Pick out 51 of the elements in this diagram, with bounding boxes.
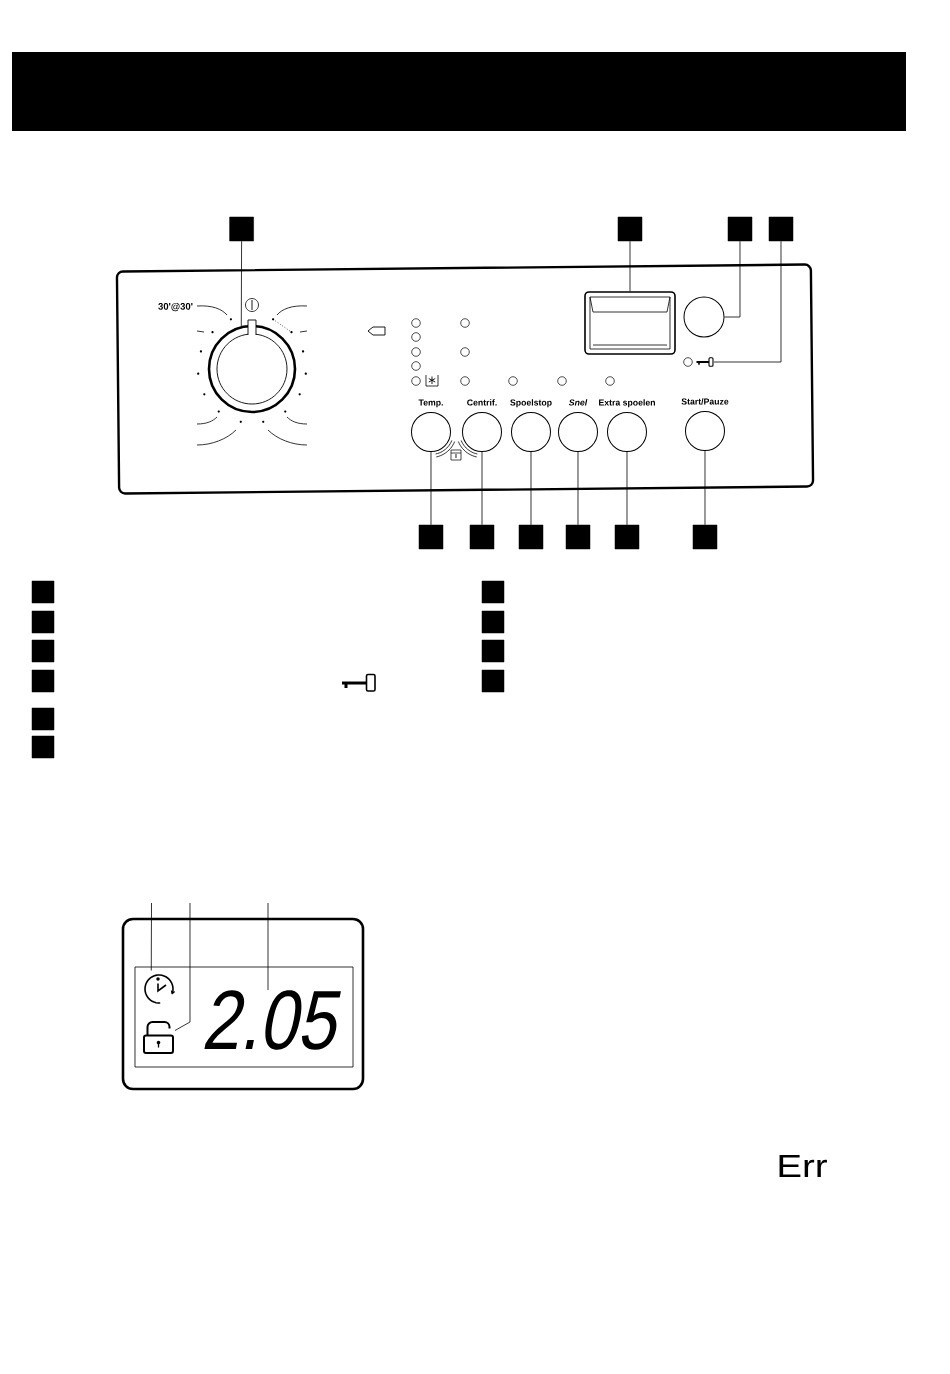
leader-line [713,240,782,363]
callout-square [31,669,55,693]
digit-readout: 2.05 [204,990,341,1050]
callout-square [481,610,505,634]
key-symbol [695,357,714,367]
callout-square [727,216,753,242]
round-button [683,296,725,338]
leader-line [626,451,628,526]
display-window [584,291,676,355]
callout-square [692,524,718,550]
callout-square [418,524,444,550]
leader-line [174,902,191,1031]
leader-line [530,451,532,526]
callout-square [768,216,794,242]
program-dial [207,319,297,414]
control-panel [115,263,815,495]
leader-line [704,450,706,526]
callout-square [31,639,55,663]
callout-square [481,580,505,604]
callout-square [229,216,254,242]
button-label: Start/Pauze [681,398,729,405]
leader-line [430,451,432,526]
display-screen [134,966,354,1068]
clock-icon [144,974,176,1004]
callout-square [31,610,55,634]
callout-square [565,524,591,550]
leader-line [724,240,741,318]
display-frame [121,917,365,1091]
leader-line [150,902,152,971]
program-label: 30'@30' [158,302,193,312]
callout-square [31,707,55,731]
leader-line [240,240,242,327]
leader-line [577,451,579,526]
button-label: Spoelstop [510,399,552,408]
callout-square [617,216,643,242]
callout-square [469,524,495,550]
callout-square [481,639,505,663]
button-label: Centrif. [467,399,497,406]
callout-square [518,524,544,550]
callout-square [614,524,640,550]
leader-line [629,240,631,292]
callout-square [481,669,505,693]
padlock-icon [143,1021,174,1054]
button-label: Snel [568,399,588,406]
leader-line [267,902,269,991]
callout-square [31,735,55,759]
leader-line [481,451,483,526]
button-label: Temp. [418,399,443,408]
error-code: Err [779,1155,827,1177]
button-label: Extra spoelen [599,399,655,408]
callout-square [31,580,55,604]
